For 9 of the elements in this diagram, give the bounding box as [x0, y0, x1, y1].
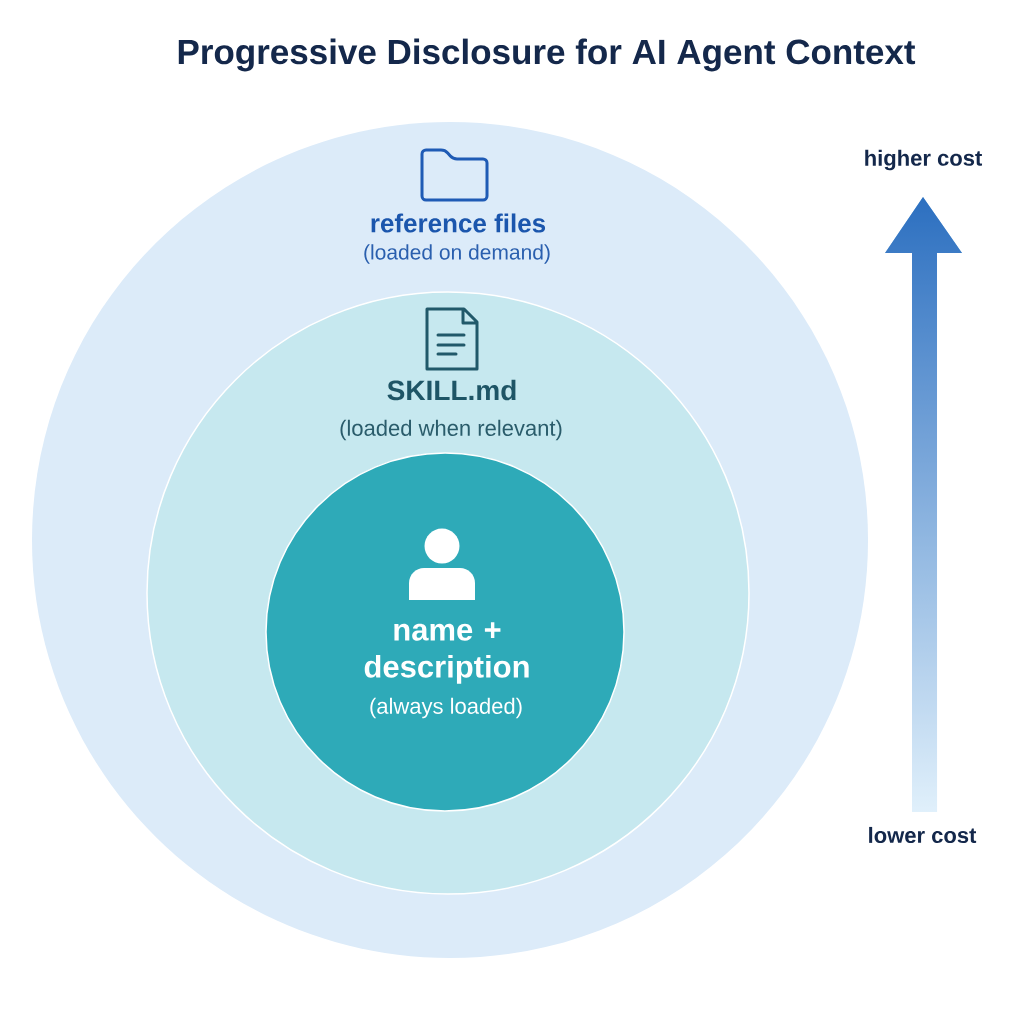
title: Progressive Disclosure for AI Agent Context [178, 38, 916, 72]
layer-note: (loaded on demand) [364, 244, 550, 264]
layer-heading: name + description [364, 622, 529, 684]
layer-heading: SKILL.md [387, 379, 516, 401]
scale-label: lower cost [869, 826, 977, 844]
layer-note: (always loaded) [370, 697, 522, 719]
layer-heading: reference files [371, 213, 546, 233]
layer-note: (loaded when relevant) [340, 419, 562, 441]
scale-label: higher cost [865, 149, 982, 171]
